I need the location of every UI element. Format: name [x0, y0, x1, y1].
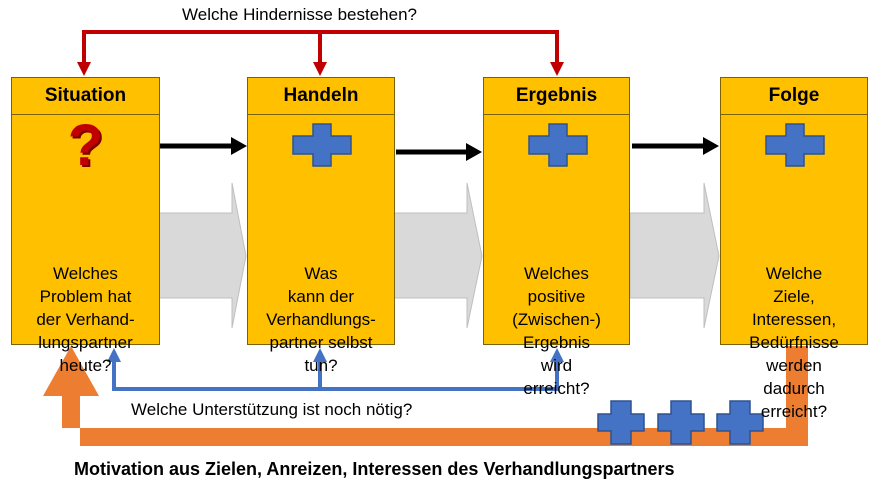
- connector-arrows: [160, 137, 719, 161]
- box-title: Folge: [721, 78, 867, 115]
- flow-arrow-3: [629, 182, 720, 329]
- box-title: Situation: [12, 78, 159, 115]
- obstacle-question: Welche Hindernisse bestehen?: [182, 5, 417, 24]
- box-situation: Situation ? Welches Problem hat der Verh…: [11, 77, 160, 375]
- question-mark-icon: ?: [67, 113, 104, 178]
- box-text: Welches positive (Zwischen-) Ergebnis wi…: [512, 264, 601, 398]
- box-text: Was kann der Verhandlungs- partner selbs…: [266, 264, 376, 375]
- plus-cluster: [597, 400, 764, 445]
- obstacle-loop: [77, 30, 564, 76]
- motivation-caption: Motivation aus Zielen, Anreizen, Interes…: [74, 459, 675, 479]
- box-folge: Folge Welche Ziele, Interessen, Bedürfni…: [720, 77, 868, 421]
- box-text: Welches Problem hat der Verhand- lungspa…: [36, 264, 135, 375]
- plus-icon: [528, 123, 588, 167]
- flow-arrow-2: [393, 182, 483, 329]
- support-loop: [107, 348, 564, 391]
- box-ergebnis: Ergebnis Welches positive (Zwischen-) Er…: [483, 77, 630, 398]
- plus-icon: [765, 123, 825, 167]
- box-handeln: Handeln Was kann der Verhandlungs- partn…: [247, 77, 395, 375]
- plus-icon: [716, 400, 764, 445]
- box-title: Handeln: [248, 78, 394, 115]
- box-text: Welche Ziele, Interessen, Bedürfnisse we…: [749, 264, 839, 421]
- plus-icon: [292, 123, 352, 167]
- plus-icon: [657, 400, 705, 445]
- flow-arrow-1: [156, 182, 247, 329]
- support-question: Welche Unterstützung ist noch nötig?: [131, 400, 413, 419]
- box-title: Ergebnis: [484, 78, 629, 115]
- plus-icon: [597, 400, 645, 445]
